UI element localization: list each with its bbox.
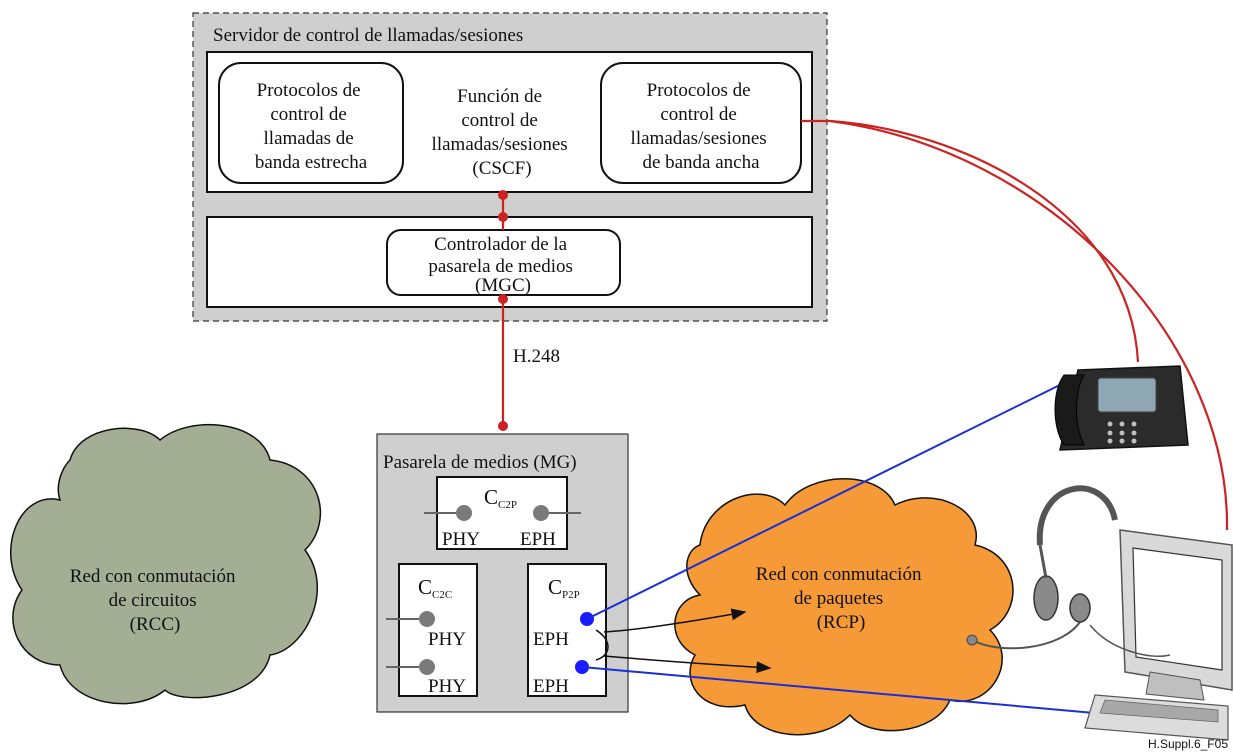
c2p-eph-label: EPH (520, 529, 556, 550)
c2p-eph-port (533, 505, 549, 521)
c2c-phy-bottom-label: PHY (428, 676, 466, 697)
circuit-cloud-label: Red con conmutación de circuitos (RCC) (70, 566, 240, 635)
circuit-switched-cloud: Red con conmutación de circuitos (RCC) (10, 424, 321, 705)
cscf-label: Función de control de llamadas/sesiones … (432, 86, 573, 179)
flow-arrow-upper (603, 608, 747, 633)
p2p-box (527, 563, 607, 697)
link-joints (498, 190, 508, 431)
media-gateway-title: Pasarela de medios (MG) (383, 452, 577, 473)
h248-label: H.248 (513, 346, 560, 367)
c2c-phy-top-label: PHY (428, 629, 466, 650)
broadband-protocols-box (600, 62, 802, 184)
flow-arrow-lower (603, 655, 772, 674)
mgc-label: Controlador de la pasarela de medios (MG… (428, 234, 577, 296)
narrowband-protocols-label: Protocolos de control de llamadas de ban… (255, 80, 368, 173)
p2p-pc-link (581, 666, 1129, 717)
headset-icon (966, 485, 1171, 657)
p2p-label: CP2P (548, 575, 580, 601)
computer-workstation-icon (1084, 529, 1233, 741)
c2c-box (398, 563, 478, 697)
media-gateway: Pasarela de medios (MG) CC2P PHY EPH CC2… (376, 433, 629, 713)
c2c-phy-port-bottom (419, 659, 435, 675)
server-title: Servidor de control de llamadas/sesiones (213, 25, 523, 46)
c2c-label: CC2C (418, 575, 452, 601)
narrowband-protocols-box (218, 62, 404, 184)
p2p-phone-link (586, 375, 1079, 620)
ip-phone-icon (1054, 365, 1189, 451)
media-links (581, 375, 1129, 717)
call-session-control-server: Servidor de control de llamadas/sesiones… (192, 12, 828, 322)
broadband-pc-link (829, 119, 1229, 531)
p2p-eph-top-label: EPH (533, 629, 569, 650)
c2p-label: CC2P (484, 485, 517, 511)
c2c-phy-port-top (419, 611, 435, 627)
packet-switched-cloud: Red con conmutación de paquetes (RCP) (674, 478, 1014, 736)
p2p-eph-bottom-label: EPH (533, 676, 569, 697)
c2p-phy-label: PHY (442, 529, 480, 550)
broadband-phone-link (801, 119, 1140, 363)
figure-reference: H.Suppl.6_F05 (1148, 737, 1228, 751)
control-links (501, 119, 1229, 531)
packet-cloud-label: Red con conmutación de paquetes (RCP) (756, 564, 926, 633)
c2p-phy-port (456, 505, 472, 521)
broadband-protocols-label: Protocolos de control de llamadas/sesion… (631, 80, 772, 173)
packet-flow-arrows (595, 608, 772, 674)
